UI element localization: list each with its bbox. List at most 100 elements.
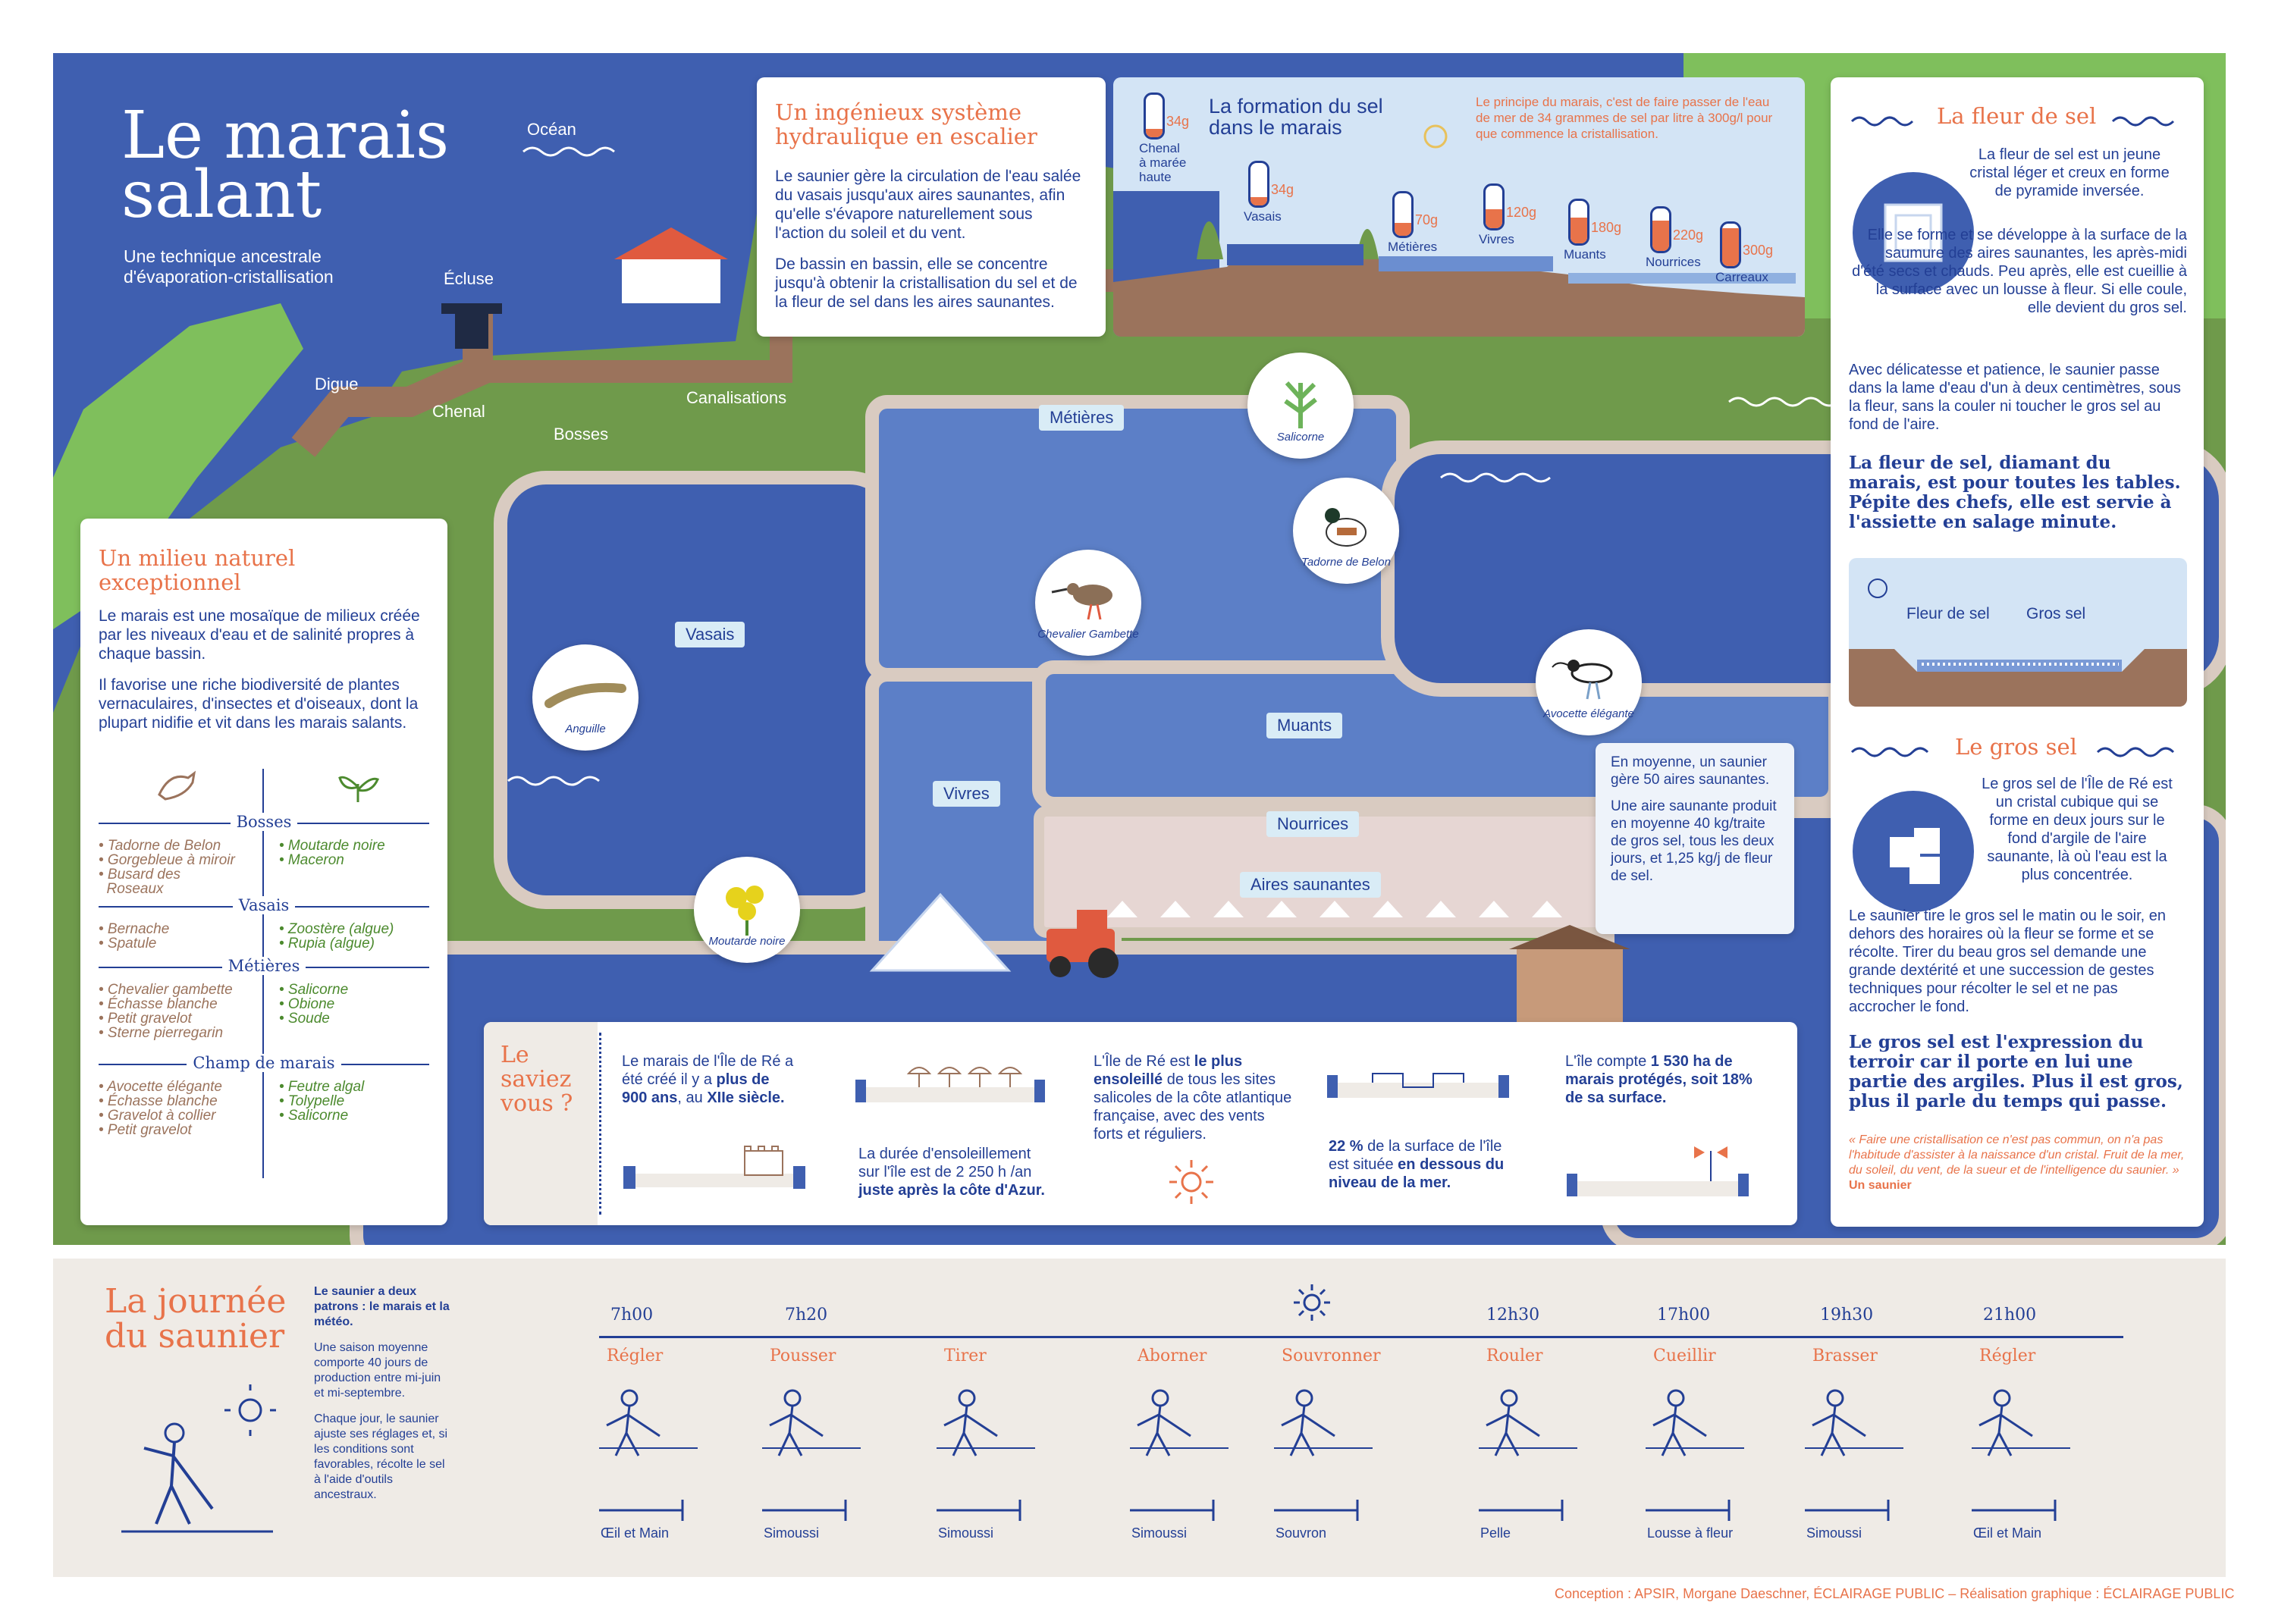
noon-sun-icon: [1294, 1284, 1330, 1321]
salinity-value: 120g: [1506, 205, 1537, 220]
page-title: Le marais salant: [121, 103, 449, 227]
hydraulic-p2: De bassin en bassin, elle se concentre j…: [775, 256, 1078, 311]
timeline-tool: Simoussi: [764, 1525, 820, 1541]
salinity-stage-label: Vivres: [1479, 232, 1514, 246]
salinity-tube: [1650, 206, 1671, 253]
castle-icon: [623, 1146, 805, 1189]
habitat-group-title: Champ de marais: [80, 1054, 447, 1072]
milieu-p1: Le marais est une mosaïque de milieux cr…: [99, 607, 420, 663]
fleur-p1: La fleur de sel est un jeune cristal lég…: [1969, 146, 2170, 199]
saviez-title-block: Le saviez vous ?: [484, 1022, 598, 1225]
habitat-flora-list: • Salicorne • Obione • Soude: [279, 982, 349, 1027]
sea-level-icon: [1327, 1073, 1509, 1098]
fact-900-ans: Le marais de l'Île de Ré a été créé il y…: [622, 1052, 796, 1107]
timeline-tool: Simoussi: [1131, 1525, 1188, 1541]
hydraulic-card: Un ingénieux système hydraulique en esca…: [757, 77, 1106, 337]
saunier-gesture-icon: [599, 1389, 698, 1456]
page-subtitle-line1: Une technique ancestrale: [124, 246, 322, 266]
right-column: La fleur de sel La fleur de sel est un j…: [1831, 77, 2204, 1227]
label-ocean: Océan: [527, 120, 576, 139]
salinity-tube-fill: [1250, 196, 1267, 205]
milieu-title-line2: exceptionnel: [99, 569, 241, 595]
habitat-flora-list: • Feutre algal • Tolypelle • Salicorne: [279, 1079, 365, 1124]
saviez-title: Le saviez vous ?: [500, 1043, 573, 1116]
habitat-fauna-list: • Avocette élégante • Échasse blanche • …: [99, 1079, 222, 1138]
habitat-group-title: Vasais: [80, 896, 447, 914]
bird-icon: [158, 770, 196, 801]
timeline-tool: Pelle: [1480, 1525, 1511, 1541]
fleur-label-fleur: Fleur de sel: [1906, 605, 1990, 622]
gros-citation-text: « Faire une cristallisation ce n'est pas…: [1849, 1133, 2185, 1177]
salinity-value: 70g: [1415, 212, 1439, 227]
timeline-step: Régler: [1979, 1347, 2036, 1365]
salinity-tube-fill: [1395, 223, 1411, 236]
fleur-quote: La fleur de sel, diamant du marais, est …: [1849, 453, 2181, 532]
timeline-time: 17h00: [1657, 1306, 1711, 1325]
saviez-title-line3: vous ?: [500, 1090, 573, 1117]
gros-quote: Le gros sel est l'expression du terroir …: [1849, 1032, 2183, 1111]
label-vivres: Vivres: [933, 781, 1000, 807]
timeline-step: Cueillir: [1653, 1347, 1716, 1365]
hydraulic-title-line2: hydraulique en escalier: [775, 124, 1037, 149]
journee-body: Le saunier a deux patrons : le marais et…: [314, 1284, 450, 1503]
page-subtitle: Une technique ancestrale d'évaporation-c…: [124, 246, 334, 287]
salinity-stage-label: Muants: [1564, 247, 1606, 262]
fact1-text-c: , au: [677, 1089, 708, 1106]
protected-area-icon: [1567, 1146, 1749, 1196]
badge-moutarde: Moutarde noire: [694, 857, 800, 963]
saunier-gesture-icon: [1479, 1389, 1577, 1456]
salinity-value: 220g: [1673, 227, 1704, 243]
tool-icon: [762, 1500, 847, 1521]
label-bosses: Bosses: [554, 425, 609, 444]
label-aires: Aires saunantes: [1240, 872, 1381, 898]
label-chenal: Chenal: [432, 402, 485, 421]
formation-title: La formation du sel dans le marais: [1209, 96, 1383, 138]
salinity-value: 300g: [1743, 243, 1774, 258]
gros-title-row: Le gros sel: [1849, 734, 2186, 764]
fact1-text-d: XIIe siècle.: [707, 1089, 785, 1106]
habitat-flora-list: • Moutarde noire • Maceron: [279, 838, 385, 868]
moyenne-body: En moyenne, un saunier gère 50 aires sau…: [1611, 754, 1785, 897]
timeline-time: 12h30: [1486, 1306, 1540, 1325]
timeline-tool: Œil et Main: [1973, 1525, 2042, 1541]
label-nourrices: Nourrices: [1266, 811, 1360, 837]
habitat-fauna-list: • Bernache • Spatule: [99, 921, 170, 952]
hydraulic-body: Le saunier gère la circulation de l'eau …: [775, 167, 1086, 324]
habitat-group-title: Bosses: [80, 813, 447, 831]
badge-tadorne: Tadorne de Belon: [1293, 478, 1399, 584]
saunier-gesture-icon: [762, 1389, 861, 1456]
fact-1530-ha: L'île compte 1 530 ha de marais protégés…: [1565, 1052, 1762, 1107]
saunier-gesture-icon: [1274, 1389, 1373, 1456]
credits: Conception : APSIR, Morgane Daeschner, É…: [1555, 1586, 2235, 1601]
fact4-text-c: en dessous du niveau de la mer.: [1329, 1156, 1505, 1191]
timeline-tool: Simoussi: [938, 1525, 994, 1541]
sun-icon: [1169, 1160, 1213, 1204]
formation-text: Le principe du marais, c'est de faire pa…: [1476, 95, 1773, 141]
gros-citation: « Faire une cristallisation ce n'est pas…: [1849, 1133, 2187, 1193]
salinity-stage-label: Nourrices: [1646, 255, 1701, 269]
label-muants: Muants: [1266, 713, 1343, 738]
badge-avocette-label: Avocette élégante: [1543, 707, 1634, 720]
formation-terrain: [1113, 124, 1805, 337]
timeline-step: Souvronner: [1282, 1347, 1381, 1365]
milieu-title: Un milieu naturel exceptionnel: [99, 546, 295, 594]
journee-title-line1: La journée: [105, 1282, 287, 1321]
saunier-gesture-icon: [1805, 1389, 1903, 1456]
saunier-gesture-icon: [1972, 1389, 2070, 1456]
label-ecluse: Écluse: [444, 269, 494, 288]
journee-p1: Le saunier a deux patrons : le marais et…: [314, 1285, 450, 1328]
page-subtitle-line2: d'évaporation-cristallisation: [124, 267, 334, 287]
label-metieres: Métières: [1039, 405, 1125, 431]
journee-p2: Une saison moyenne comporte 40 jours de …: [314, 1341, 441, 1400]
journee-p3: Chaque jour, le saunier ajuste ses régla…: [314, 1412, 448, 1501]
milieu-p2: Il favorise une riche biodiversité de pl…: [99, 676, 419, 732]
fleur-title: La fleur de sel: [1937, 103, 2097, 129]
salinity-tube: [1392, 191, 1414, 238]
formation-panel: La formation du sel dans le marais Le pr…: [1113, 77, 1805, 337]
leaf-icon: [338, 776, 380, 802]
salinity-stage-label: Chenal à marée haute: [1139, 141, 1187, 184]
fact2-text-a: La durée d'ensoleillement sur l'île est …: [858, 1146, 1032, 1180]
saviez-title-line2: saviez: [500, 1066, 572, 1093]
tool-icon: [1130, 1500, 1215, 1521]
fact5-text-a: L'île compte: [1565, 1053, 1651, 1070]
